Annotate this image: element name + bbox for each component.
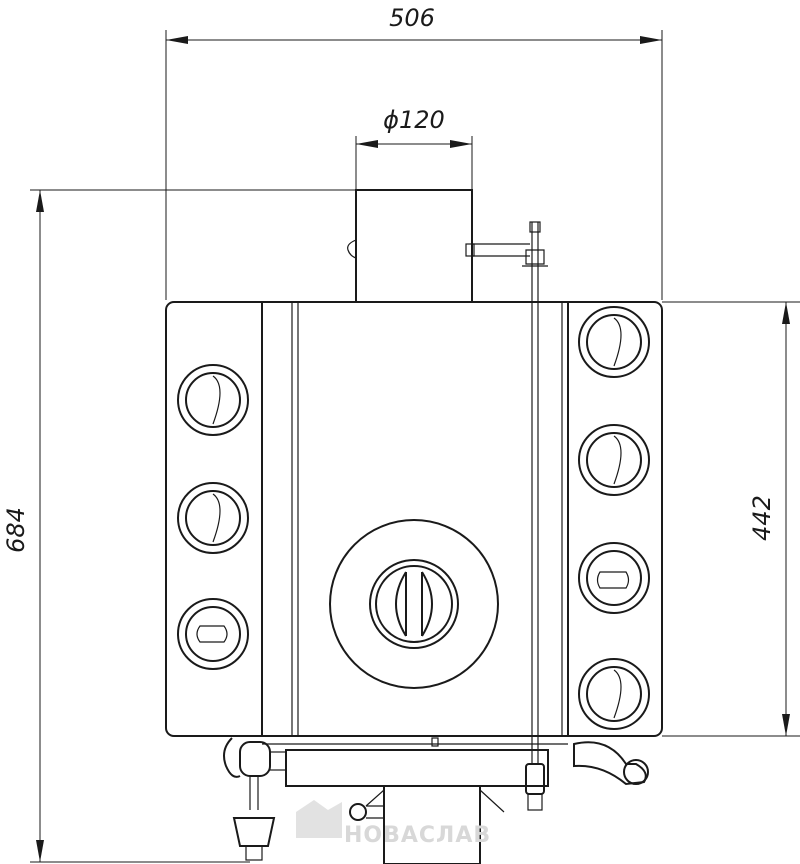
- dimension-body-height: 442: [662, 301, 800, 737]
- watermark: НОВАСЛАВ: [296, 800, 491, 848]
- small-knob: [349, 803, 384, 821]
- watermark-logo-icon: [296, 800, 342, 838]
- stone-port: [177, 598, 249, 670]
- stove-body: [165, 301, 663, 737]
- right-stone-ports: [578, 306, 650, 730]
- right-outlet-handle: [573, 741, 649, 786]
- dimension-chimney-diameter: ϕ120: [355, 106, 473, 190]
- label-chimney-diameter: ϕ120: [383, 106, 445, 134]
- firebox-door: [329, 519, 499, 689]
- label-overall-height: 684: [2, 507, 30, 553]
- stone-port: [578, 658, 650, 730]
- right-bottom-valve: [525, 740, 545, 811]
- dimension-overall-height: 684: [2, 189, 356, 863]
- stone-port: [578, 542, 650, 614]
- label-overall-width: 506: [389, 4, 435, 32]
- left-bottom-valve: [223, 737, 287, 861]
- chimney-pipe: [347, 189, 530, 303]
- stone-port: [578, 424, 650, 496]
- stone-port: [177, 482, 249, 554]
- dimension-overall-width: 506: [165, 4, 663, 300]
- label-body-height: 442: [748, 495, 776, 541]
- left-stone-ports: [177, 364, 249, 670]
- stone-port: [177, 364, 249, 436]
- stone-port: [578, 306, 650, 378]
- rod-valve-top: [522, 221, 548, 740]
- watermark-brand-label: НОВАСЛАВ: [344, 823, 491, 848]
